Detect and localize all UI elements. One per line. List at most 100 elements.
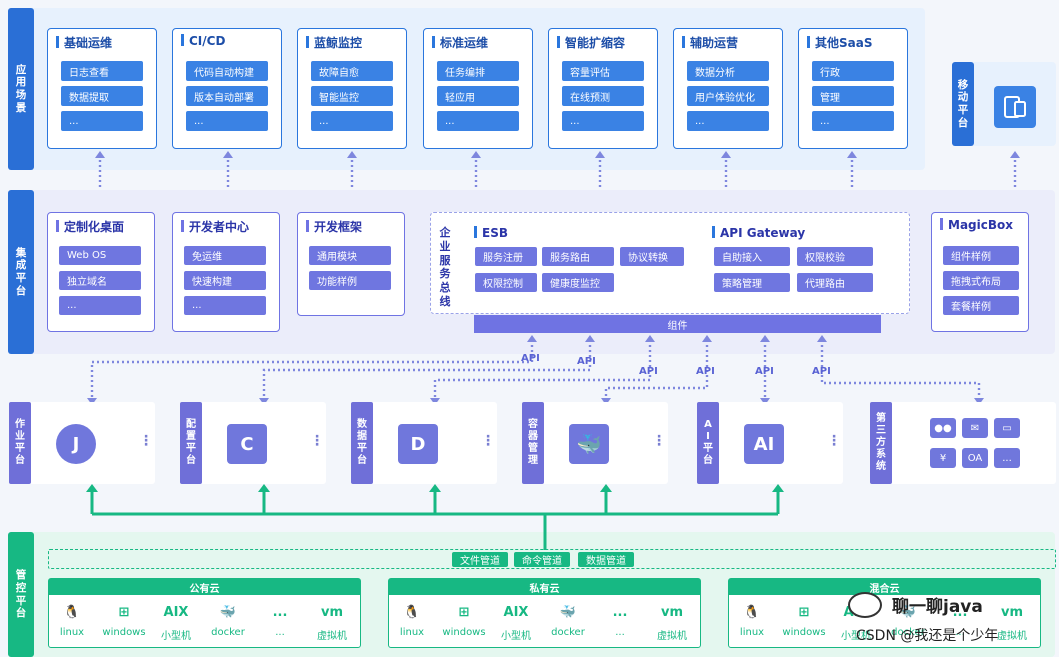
app-card-item[interactable]: 日志查看 xyxy=(61,61,143,81)
os-icon: 🐧 xyxy=(403,605,421,620)
os-icon: vm xyxy=(1000,605,1024,620)
app-card-item[interactable]: 版本自动部署 xyxy=(186,86,268,106)
mobile-band-label: 移动平台 xyxy=(952,62,974,146)
magicbox-item[interactable]: 套餐样例 xyxy=(943,296,1019,315)
third-party-label: 第三方系统 xyxy=(870,402,892,484)
more-options-icon[interactable]: ⋮ xyxy=(652,433,666,449)
app-card-item[interactable]: ... xyxy=(311,111,393,131)
os-icon: ... xyxy=(612,605,628,620)
command-pipe-tag: 命令管道 xyxy=(514,552,570,567)
more-options-icon[interactable]: ⋮ xyxy=(481,433,495,449)
platform-icon: 🐳 xyxy=(569,424,609,464)
app-card-item[interactable]: 故障自愈 xyxy=(311,61,393,81)
more-options-icon[interactable]: ⋮ xyxy=(827,433,841,449)
app-card-item[interactable]: 任务编排 xyxy=(437,61,519,81)
wechat-icon: ●● xyxy=(930,418,956,438)
os-label: linux xyxy=(399,627,425,638)
app-card-title: 辅助运营 xyxy=(682,34,738,51)
integration-card-item[interactable]: ... xyxy=(184,296,266,315)
app-card-item[interactable]: ... xyxy=(562,111,644,131)
magicbox-item[interactable]: 拖拽式布局 xyxy=(943,271,1019,290)
platform-label: 容器管理 xyxy=(522,402,544,484)
esb-title: ESB xyxy=(474,226,508,240)
os-label: 小型机 xyxy=(501,631,531,642)
api-label: API xyxy=(755,366,774,377)
app-card-item[interactable]: 数据提取 xyxy=(61,86,143,106)
platform-label: 作业平台 xyxy=(9,402,31,484)
app-card-item[interactable]: 数据分析 xyxy=(687,61,769,81)
app-card-item[interactable]: ... xyxy=(812,111,894,131)
integration-band-label: 集成平台 xyxy=(8,190,34,354)
esb-item[interactable]: 服务注册 xyxy=(475,247,537,266)
api-gateway-item[interactable]: 策略管理 xyxy=(714,273,790,292)
more-options-icon[interactable]: ⋮ xyxy=(310,433,324,449)
os-label: linux xyxy=(59,627,85,638)
os-label: windows xyxy=(782,627,826,638)
cloud-title: 混合云 xyxy=(729,579,1040,595)
third-party-panel xyxy=(870,402,1056,484)
more-options-icon[interactable]: ⋮ xyxy=(139,433,153,449)
app-card-item[interactable]: 在线预测 xyxy=(562,86,644,106)
os-label: docker xyxy=(211,627,245,638)
magicbox-title: MagicBox xyxy=(940,218,1013,232)
app-card-item[interactable]: 管理 xyxy=(812,86,894,106)
os-label: docker xyxy=(551,627,585,638)
api-label: API xyxy=(639,366,658,377)
esb-item[interactable]: 服务路由 xyxy=(542,247,614,266)
esb-item[interactable]: 健康度监控 xyxy=(542,273,614,292)
os-icon: ⊞ xyxy=(798,605,810,620)
integration-card-item[interactable]: ... xyxy=(59,296,141,315)
integration-card-item[interactable]: 通用模块 xyxy=(309,246,391,265)
app-band-label: 应用场景 xyxy=(8,8,34,170)
esb-item[interactable]: 权限控制 xyxy=(475,273,537,292)
yen-icon: ¥ xyxy=(930,448,956,468)
os-label: linux xyxy=(739,627,765,638)
cloud-panel: 混合云 xyxy=(728,578,1041,648)
os-icon: 🐧 xyxy=(743,605,761,620)
integration-card-item[interactable]: 快速构建 xyxy=(184,271,266,290)
app-card-item[interactable]: ... xyxy=(61,111,143,131)
watermark-line1: 聊一聊java xyxy=(892,597,983,617)
api-gateway-item[interactable]: 权限校验 xyxy=(797,247,873,266)
os-label: 小型机 xyxy=(161,631,191,642)
app-card-item[interactable]: 轻应用 xyxy=(437,86,519,106)
integration-card-item[interactable]: Web OS xyxy=(59,246,141,265)
api-label: API xyxy=(812,366,831,377)
app-card-item[interactable]: ... xyxy=(687,111,769,131)
app-card-item[interactable]: 智能监控 xyxy=(311,86,393,106)
platform-icon: C xyxy=(227,424,267,464)
os-label: windows xyxy=(102,627,146,638)
app-card-title: 其他SaaS xyxy=(807,34,872,51)
api-gateway-item[interactable]: 代理路由 xyxy=(797,273,873,292)
watermark-line2: CSDN @我还是个少年 xyxy=(856,628,999,644)
app-card-item[interactable]: ... xyxy=(437,111,519,131)
magicbox-item[interactable]: 组件样例 xyxy=(943,246,1019,265)
mail-icon: ✉ xyxy=(962,418,988,438)
component-bar: 组件 xyxy=(474,315,881,333)
integration-card-item[interactable]: 功能样例 xyxy=(309,271,391,290)
integration-card-item[interactable]: 独立域名 xyxy=(59,271,141,290)
integration-card-title: 开发框架 xyxy=(306,218,362,235)
os-label: docker xyxy=(891,627,925,638)
app-card-item[interactable]: ... xyxy=(186,111,268,131)
os-icon: ... xyxy=(272,605,288,620)
os-icon: 🐧 xyxy=(63,605,81,620)
integration-card-title: 定制化桌面 xyxy=(56,218,124,235)
api-label: API xyxy=(696,366,715,377)
api-gateway-item[interactable]: 自助接入 xyxy=(714,247,790,266)
cloud-panel: 私有云 xyxy=(388,578,701,648)
esb-item[interactable]: 协议转换 xyxy=(620,247,684,266)
mobile-device-icon xyxy=(994,86,1036,128)
esb-side-label: 企业服务总线 xyxy=(439,226,451,308)
api-label: API xyxy=(521,353,540,364)
app-card-item[interactable]: 行政 xyxy=(812,61,894,81)
app-card-item[interactable]: 用户体验优化 xyxy=(687,86,769,106)
app-card-item[interactable]: 容量评估 xyxy=(562,61,644,81)
app-card-item[interactable]: 代码自动构建 xyxy=(186,61,268,81)
os-icon: 🐳 xyxy=(219,605,237,620)
cloud-title: 私有云 xyxy=(389,579,700,595)
app-card-title: 标准运维 xyxy=(432,34,488,51)
pipes-bar xyxy=(48,549,1056,569)
platform-icon: D xyxy=(398,424,438,464)
integration-card-item[interactable]: 免运维 xyxy=(184,246,266,265)
